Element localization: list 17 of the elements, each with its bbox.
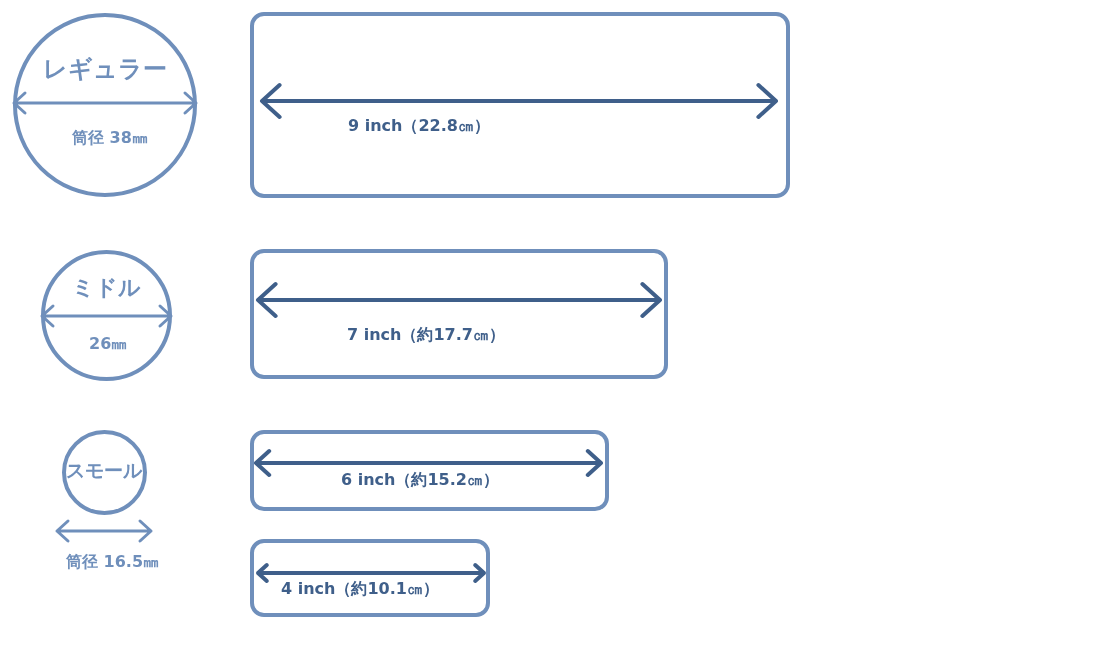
length-box: [250, 249, 668, 379]
length-label: 4 inch（約10.1㎝）: [281, 580, 439, 598]
length-box: [250, 430, 609, 511]
size-circle: [13, 13, 197, 197]
size-name: ミドル: [71, 276, 141, 301]
size-circle: [41, 250, 172, 381]
size-circle: [62, 430, 147, 515]
size-name: レギュラー: [43, 56, 167, 83]
length-box: [250, 12, 790, 198]
size-name: スモール: [66, 460, 142, 481]
diameter-label: 26㎜: [89, 335, 128, 353]
length-box: [250, 539, 490, 617]
diameter-label: 筒径 16.5㎜: [66, 553, 160, 571]
length-label: 6 inch（約15.2㎝）: [341, 471, 499, 489]
length-label: 9 inch（22.8㎝）: [348, 117, 490, 135]
length-label: 7 inch（約17.7㎝）: [347, 326, 505, 344]
diameter-label: 筒径 38㎜: [72, 129, 148, 147]
